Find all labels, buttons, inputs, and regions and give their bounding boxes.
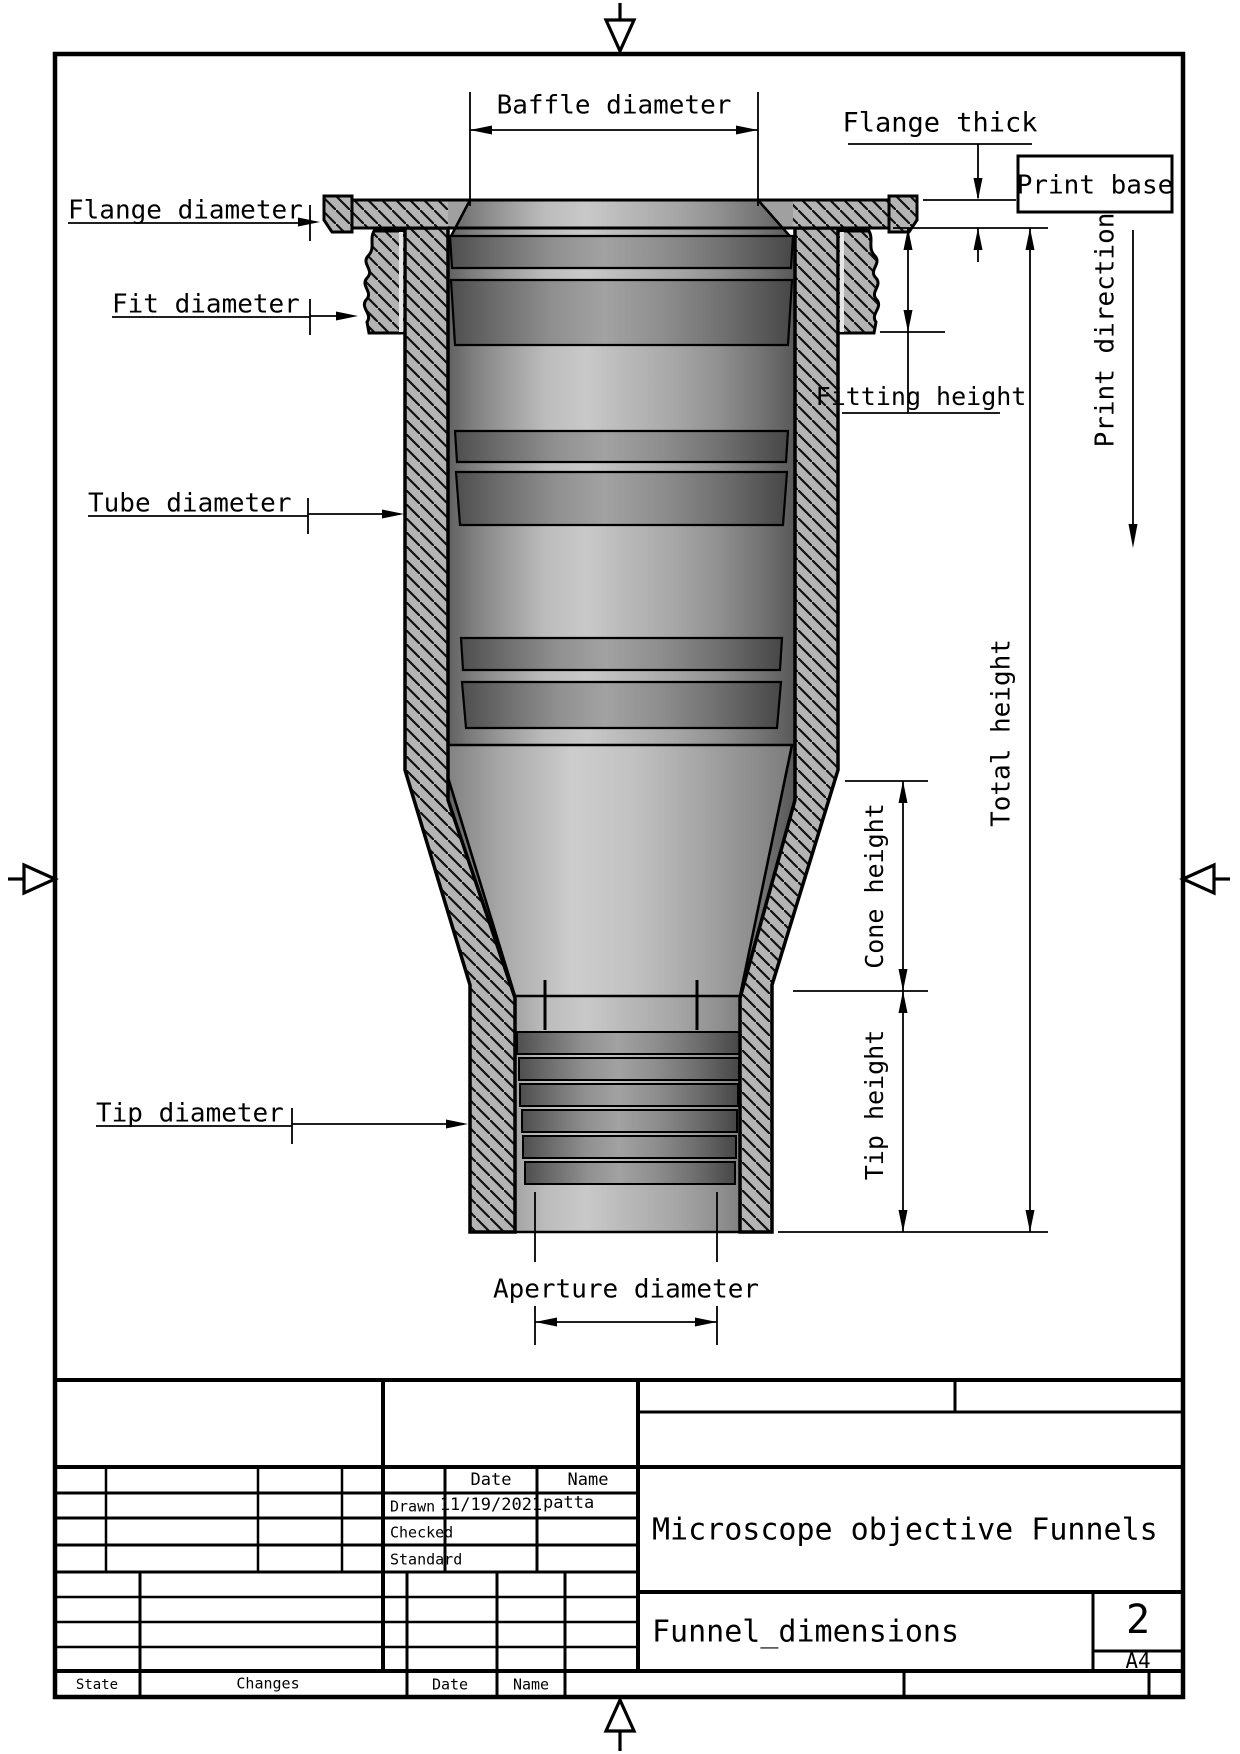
thread-rib	[519, 1083, 739, 1107]
paper-format: A4	[1125, 1649, 1150, 1673]
print-direction-label: Print direction	[1091, 213, 1121, 448]
drawn-date-value: 11/19/2021	[440, 1495, 542, 1515]
fitting-height-label: Fitting height	[816, 382, 1027, 411]
cone-height-label: Cone height	[860, 803, 889, 969]
baffle-ring-band	[453, 429, 790, 464]
title-block: Date Name Drawn 11/19/2021 patta Checked…	[55, 1378, 1183, 1697]
tip-diameter-label: Tip diameter	[96, 1099, 284, 1129]
right-wall-section	[738, 226, 840, 1234]
total-height-label: Total height	[987, 639, 1017, 827]
arrowhead-icon	[898, 969, 908, 991]
thread-rib	[518, 1057, 740, 1081]
centering-mark-right-arrow-icon	[1179, 862, 1216, 896]
footer-name: Name	[513, 1676, 549, 1694]
left-wall-section	[403, 226, 517, 1234]
thread-rib	[524, 1161, 736, 1185]
arrowhead-icon	[382, 509, 404, 519]
baffle-dimension-lines	[469, 92, 759, 206]
dimension-annotations	[68, 92, 1134, 1345]
flange-diameter-label: Flange diameter	[68, 196, 303, 226]
aperture-diameter-label: Aperture diameter	[493, 1275, 759, 1305]
project-title: Microscope objective Funnels	[652, 1513, 1158, 1548]
flange-thick-label: Flange thick	[842, 108, 1037, 139]
arrowhead-icon	[973, 228, 983, 250]
cone-tick-marks	[543, 980, 699, 1030]
tip-height-label: Tip height	[860, 1030, 889, 1181]
arrowhead-icon	[1025, 228, 1035, 250]
arrowhead-icon	[1128, 524, 1138, 548]
print-base-label: Print base	[1017, 171, 1174, 201]
arrowhead-icon	[903, 228, 913, 250]
arrowhead-icon	[535, 1317, 557, 1327]
drawing-name: Funnel_dimensions	[652, 1615, 959, 1650]
baffle-ring-band	[459, 636, 784, 672]
centering-marks	[8, 3, 1230, 1751]
arrowhead-icon	[973, 178, 983, 200]
thread-rib	[521, 1109, 738, 1133]
header-name: Name	[568, 1470, 609, 1490]
left-fit-gap	[399, 232, 403, 332]
flange-right-cap	[887, 194, 919, 234]
arrowhead-icon	[1025, 1210, 1035, 1232]
arrowhead-icon	[898, 781, 908, 803]
thread-rib	[522, 1135, 737, 1159]
thread-rib	[516, 1031, 741, 1055]
funnel-section-view	[322, 194, 919, 1234]
flange-left-cap	[322, 194, 354, 234]
fit-diameter-label: Fit diameter	[112, 290, 300, 320]
footer-date: Date	[432, 1676, 468, 1694]
baffle-ring-band	[454, 470, 789, 527]
baffle-ring-band	[460, 680, 783, 730]
tip-diameter-leader	[96, 1108, 464, 1144]
baffle-diameter-label: Baffle diameter	[497, 91, 732, 121]
centering-mark-bottom-arrow-icon	[603, 1696, 637, 1733]
footer-state: State	[76, 1677, 118, 1693]
right-fit-gap	[840, 232, 844, 332]
arrowhead-icon	[470, 125, 492, 135]
arrowheads	[298, 125, 1138, 1327]
left-fit-thread-section	[362, 229, 407, 335]
title-block-texts: Date Name Drawn 11/19/2021 patta Checked…	[76, 1470, 1158, 1694]
arrowhead-icon	[898, 991, 908, 1013]
sheet-frame	[52, 51, 1186, 1700]
baffle-rings	[448, 234, 795, 730]
arrowhead-icon	[336, 311, 358, 321]
tube-diameter-label: Tube diameter	[88, 489, 292, 519]
row-label-drawn: Drawn	[390, 1498, 435, 1516]
arrowhead-icon	[736, 125, 758, 135]
arrowhead-icon	[898, 1210, 908, 1232]
centering-mark-top-arrow-icon	[603, 18, 637, 55]
title-block-lines	[55, 1378, 1183, 1697]
annotation-texts: Baffle diameter Flange thick Print base …	[68, 91, 1173, 1305]
row-label-checked: Checked	[390, 1524, 453, 1542]
row-label-standard: Standard	[390, 1551, 462, 1569]
print-base-box	[1016, 154, 1174, 214]
flange-right-cut	[793, 201, 889, 227]
arrowhead-icon	[695, 1317, 717, 1327]
aperture-dimension-lines	[534, 1192, 718, 1345]
header-date: Date	[471, 1470, 512, 1490]
total-height-dimension-lines	[778, 228, 1048, 1233]
baffle-ring-band	[449, 278, 794, 347]
sheet-number: 2	[1126, 1597, 1150, 1643]
arrowhead-icon	[298, 217, 320, 227]
baffle-ring-band	[448, 234, 795, 270]
flange-left-cut	[352, 201, 448, 227]
centering-mark-left-arrow-icon	[22, 862, 59, 896]
tip-threads	[516, 1031, 741, 1185]
arrowhead-icon	[446, 1119, 468, 1129]
drawn-name-value: patta	[543, 1493, 594, 1513]
arrowhead-icon	[903, 310, 913, 332]
footer-changes: Changes	[236, 1675, 299, 1693]
right-fit-thread-section	[836, 229, 881, 335]
